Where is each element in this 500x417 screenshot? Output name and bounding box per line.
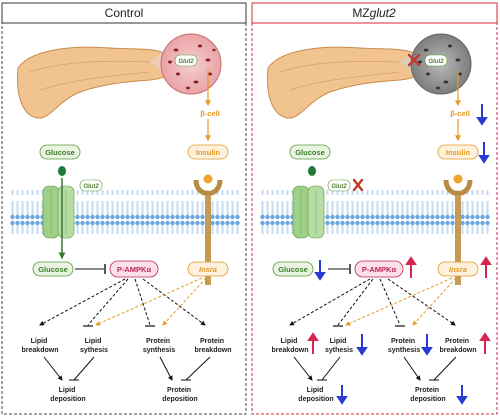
glucose-outside-pill <box>39 144 81 160</box>
insulin-pill-mutant <box>437 144 479 160</box>
lipid-synthesis-label-mutant: Lipid sythesis <box>325 338 353 354</box>
insulin-molecule <box>203 174 213 184</box>
pancreas-organ-mutant <box>266 46 427 119</box>
ampk-arrows-mutant <box>289 278 456 326</box>
insra-pill-mutant <box>437 261 479 277</box>
pampk-label: P-AMPKα <box>117 265 152 274</box>
glucose-outside-label: Glucose <box>45 148 75 157</box>
pancreas-organ <box>16 46 177 119</box>
glucose-inside-pill <box>32 261 74 277</box>
pampk-pill <box>109 260 159 278</box>
control-title-box <box>1 2 247 24</box>
lipid-deposition-label-mutant: Lipid deposition <box>298 387 333 403</box>
glucose-molecule-mutant <box>308 166 316 176</box>
glucose-inside-pill-mutant <box>272 261 314 277</box>
pampk-label-mutant: P-AMPKα <box>362 265 397 274</box>
glucose-inside-down-arrow-icon <box>314 260 326 281</box>
insra-label-mutant: Insra <box>449 265 467 274</box>
protein-breakdown-up-arrow-icon <box>479 332 491 354</box>
glut2-transporter-mutant <box>292 185 325 239</box>
mutant-title: MZglut2 <box>352 6 396 20</box>
glut2-membrane-label-box <box>79 179 103 192</box>
mutant-title-box <box>251 2 498 24</box>
pampk-pill-mutant <box>354 260 404 278</box>
lipid-deposition-label: Lipid deposition <box>50 387 85 403</box>
insulin-label: Insulin <box>196 148 221 157</box>
protein-deposition-label: Protein deposition <box>162 387 197 403</box>
glut2-knockout-x-icon <box>352 178 364 192</box>
lipid-breakdown-up-arrow-icon <box>307 332 319 354</box>
glut2-membrane-label: Glut2 <box>83 184 99 190</box>
glucose-outside-label-mutant: Glucose <box>295 148 325 157</box>
ampk-arrows <box>39 278 206 326</box>
islet-dots-mutant <box>418 44 462 90</box>
beta-cell-label: β-cell <box>200 109 220 118</box>
control-panel: Control Glut2 β-cell Glucose Insulin <box>1 2 247 415</box>
glut2-membrane-label-mutant: Glut2 <box>331 184 347 190</box>
protein-breakdown-label: Protein breakdown <box>195 338 232 354</box>
insulin-down-arrow-icon <box>478 142 490 164</box>
mutant-panel: MZglut2 Glut2 β-cell Glucose Insulin <box>251 2 498 415</box>
protein-breakdown-label-mutant: Protein breakdown <box>440 338 477 354</box>
protein-deposition-label-mutant: Protein deposition <box>410 387 445 403</box>
insulin-receptor <box>193 179 223 285</box>
lipid-synthesis-label: Lipid sythesis <box>80 338 108 354</box>
islet-glut2-label: Glut2 <box>178 59 194 65</box>
glut2-transporter <box>42 185 75 239</box>
beta-cell-label-mutant: β-cell <box>450 109 470 118</box>
protein-synthesis-down-arrow-icon <box>421 334 433 356</box>
pampk-up-arrow-icon <box>405 256 417 278</box>
glucose-inside-label: Glucose <box>38 265 68 274</box>
islet-dots <box>168 44 216 90</box>
islet-glut2-label-box <box>174 54 198 67</box>
insulin-molecule-mutant <box>453 174 463 184</box>
pancreas-texture-mutant <box>279 60 401 91</box>
glucose-outside-pill-mutant <box>289 144 331 160</box>
insra-up-arrow-icon <box>480 256 492 278</box>
glucose-inside-label-mutant: Glucose <box>278 265 308 274</box>
insra-pill <box>187 261 229 277</box>
islet-knockout-x-icon <box>407 53 421 67</box>
insra-label: Insra <box>199 265 217 274</box>
protein-synthesis-label: Protein synthesis <box>143 338 175 354</box>
insra-arrows <box>95 277 207 326</box>
lipid-breakdown-label: Lipid breakdown <box>22 338 59 354</box>
insulin-label-mutant: Insulin <box>446 148 471 157</box>
beta-cell-down-arrow-icon <box>476 104 488 126</box>
lipid-synthesis-down-arrow-icon <box>356 334 368 356</box>
lipid-deposition-down-arrow-icon <box>336 385 348 405</box>
glut2-membrane-label-box-mutant <box>327 179 351 192</box>
insulin-pill <box>187 144 229 160</box>
islet-glut2-label-mutant: Glut2 <box>428 59 444 65</box>
protein-deposition-down-arrow-icon <box>456 385 468 405</box>
deposition-arrows <box>43 356 211 381</box>
protein-synthesis-label-mutant: Protein synthesis <box>388 338 420 354</box>
insra-arrows-mutant <box>345 277 457 326</box>
glucose-molecule <box>58 166 66 176</box>
insulin-receptor-mutant <box>443 179 473 285</box>
lipid-breakdown-label-mutant: Lipid breakdown <box>272 338 309 354</box>
islet-glut2-label-box-mutant <box>424 54 448 67</box>
control-title: Control <box>105 6 144 20</box>
pancreas-texture <box>29 60 151 91</box>
deposition-arrows-mutant <box>293 356 457 381</box>
